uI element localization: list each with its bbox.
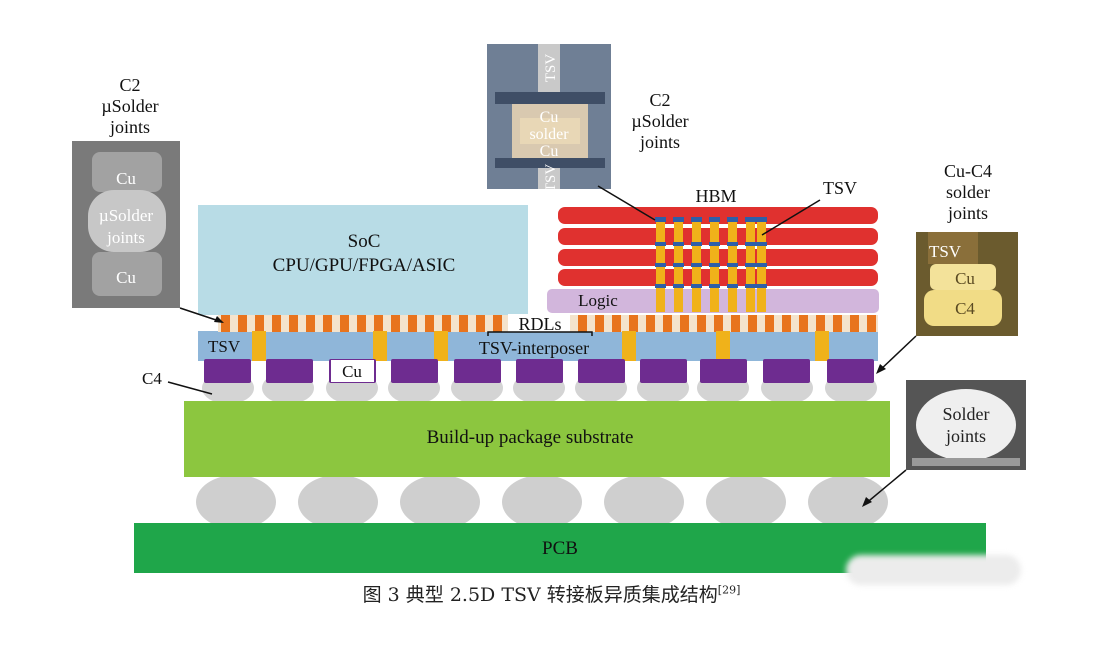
- left-c2-inset: C2 µSolder joints Cu µSolder joints Cu: [72, 75, 224, 323]
- top-inset-tsv-top: TSV: [543, 54, 559, 83]
- right-cu-c4-inset: Cu-C4 solder joints TSV Cu C4: [876, 161, 1018, 374]
- soc-die: [198, 205, 528, 315]
- cu-pads: [204, 359, 874, 383]
- hbm-tsv-columns: [655, 217, 767, 312]
- pcb-solder-balls: [196, 475, 888, 529]
- right-solder-line2: joints: [945, 426, 986, 446]
- top-c2-line2: µSolder: [631, 111, 688, 131]
- c4-leader: [167, 381, 213, 395]
- top-c2-line1: C2: [649, 90, 670, 110]
- interposer-tsv-label: TSV: [208, 337, 241, 356]
- cu-pad-label-bg: [331, 360, 374, 382]
- left-c2-line1: C2: [119, 75, 140, 95]
- soc-title: SoC: [348, 231, 381, 252]
- pcb-label: PCB: [542, 538, 578, 559]
- top-inset-cu2: Cu: [540, 143, 559, 160]
- tsv-interposer: [198, 331, 878, 361]
- left-inset-solder2: joints: [106, 228, 145, 247]
- right-inset-tsv: TSV: [929, 242, 962, 261]
- package-substrate: [184, 401, 890, 477]
- right-solder-line1: Solder: [943, 404, 990, 424]
- caption-ref: [29]: [717, 583, 741, 597]
- left-c2-line3: joints: [109, 117, 150, 137]
- soc-subtitle: CPU/GPU/FPGA/ASIC: [273, 255, 456, 276]
- left-inset-solder1: µSolder: [99, 206, 154, 225]
- substrate-label: Build-up package substrate: [427, 427, 634, 448]
- cu-pad-label: Cu: [342, 362, 362, 381]
- watermark-blur: [846, 555, 1021, 585]
- cu-c4-line2: solder: [946, 182, 990, 202]
- right-solder-inset: Solder joints: [862, 380, 1026, 507]
- hbm-tsv-label: TSV: [823, 178, 857, 198]
- top-c2-inset: TSV Cu solder Cu TSV C2 µSolder joints: [487, 44, 689, 221]
- top-inset-cu1: Cu: [540, 109, 559, 126]
- logic-label: Logic: [578, 291, 618, 310]
- caption-text: 图 3 典型 2.5D TSV 转接板异质集成结构: [362, 584, 718, 606]
- top-inset-solder: solder: [529, 126, 569, 143]
- tsv-interposer-label: TSV-interposer: [479, 338, 589, 358]
- rdls-bracket: [487, 331, 593, 336]
- hbm-tsv-leader: [761, 199, 821, 236]
- cu-c4-line3: joints: [947, 203, 988, 223]
- right-inset-c4: C4: [955, 299, 975, 318]
- left-inset-cu-bottom: Cu: [116, 268, 136, 287]
- left-inset-cu-top: Cu: [116, 169, 136, 188]
- rdls-label: RDLs: [518, 314, 561, 334]
- c4-label: C4: [142, 369, 162, 388]
- rdls-label-bg: [508, 314, 570, 332]
- pcb-board: [134, 523, 986, 573]
- interposer-tsvs: [252, 331, 829, 361]
- top-c2-line3: joints: [639, 132, 680, 152]
- right-inset-cu: Cu: [955, 269, 975, 288]
- cu-c4-line1: Cu-C4: [944, 161, 992, 181]
- figure-caption: 图 3 典型 2.5D TSV 转接板异质集成结构[29]: [0, 580, 1103, 607]
- left-c2-line2: µSolder: [101, 96, 158, 116]
- top-inset-tsv-bottom: TSV: [543, 164, 559, 193]
- hbm-label: HBM: [695, 186, 736, 206]
